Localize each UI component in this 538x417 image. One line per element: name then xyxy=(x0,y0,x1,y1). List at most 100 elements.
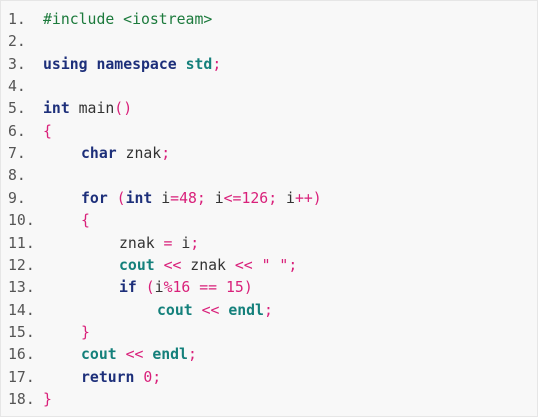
code-token: i xyxy=(205,189,224,207)
code-token: znak xyxy=(116,145,162,163)
line-number: 2. xyxy=(8,33,26,51)
code-line: 17.return 0; xyxy=(1,367,161,389)
code-line: 1. #include <iostream> xyxy=(1,9,212,31)
code-token: ; xyxy=(196,189,206,207)
code-token: << xyxy=(201,301,220,319)
code-token: znak xyxy=(181,256,235,274)
code-token xyxy=(219,302,228,319)
code-token: ) xyxy=(312,189,322,207)
line-number: 10. xyxy=(8,212,35,230)
code-token: int xyxy=(43,100,70,118)
code-token: () xyxy=(114,100,133,118)
code-token: endl xyxy=(152,346,188,364)
line-number: 6. xyxy=(8,122,26,140)
line-code: } xyxy=(43,322,90,344)
line-code: int main() xyxy=(43,98,132,120)
line-number: 15. xyxy=(8,323,35,341)
code-token: 15 xyxy=(226,279,244,297)
code-line: 5. int main() xyxy=(1,98,132,120)
code-token: int xyxy=(125,189,153,207)
code-line: 12.cout << znak << " "; xyxy=(1,255,297,277)
code-token: i xyxy=(154,279,164,297)
line-number: 16. xyxy=(8,346,35,364)
code-token xyxy=(143,346,152,363)
code-token: { xyxy=(43,122,52,140)
code-token: std xyxy=(185,55,213,73)
code-token: " " xyxy=(261,256,289,274)
line-code: for (int i=48; i<=126; i++) xyxy=(43,188,322,210)
code-line: 7.char znak; xyxy=(1,143,170,165)
code-token: ; xyxy=(212,55,222,73)
code-token: i xyxy=(152,189,171,207)
code-token xyxy=(177,56,186,73)
code-token: ) xyxy=(243,279,253,297)
code-token: cout xyxy=(81,346,117,364)
line-code: { xyxy=(43,121,52,143)
code-line: 4. xyxy=(1,76,43,98)
code-token: 48 xyxy=(179,189,197,207)
code-line: 2. xyxy=(1,31,43,53)
line-number: 9. xyxy=(8,189,26,207)
code-token: = xyxy=(163,234,173,252)
line-code: znak = i; xyxy=(43,233,199,255)
code-token: char xyxy=(81,145,117,163)
code-token: cout xyxy=(119,256,155,274)
code-token: % xyxy=(163,279,173,297)
code-token: 0 xyxy=(143,368,153,386)
line-number: 11. xyxy=(8,234,35,252)
line-code: cout << endl; xyxy=(43,300,273,322)
line-number: 5. xyxy=(8,100,26,118)
code-token: ; xyxy=(268,189,278,207)
line-number: 4. xyxy=(8,78,26,96)
code-token: return xyxy=(81,368,135,386)
code-token: #include <iostream> xyxy=(43,11,213,28)
line-code: using namespace std; xyxy=(43,54,221,76)
line-code: #include <iostream> xyxy=(43,9,212,31)
code-token: ( xyxy=(145,279,155,297)
code-token: { xyxy=(81,212,90,230)
line-number: 1. xyxy=(8,11,26,28)
code-line: 14. cout << endl; xyxy=(1,300,273,322)
code-token: ; xyxy=(288,256,298,274)
code-token xyxy=(217,279,226,296)
code-line: 16. cout << endl; xyxy=(1,344,197,366)
code-token: ; xyxy=(161,145,171,163)
code-token: ; xyxy=(190,234,200,252)
code-token: << xyxy=(234,256,253,274)
code-token: = xyxy=(170,189,180,207)
code-token xyxy=(117,346,126,363)
line-code: { xyxy=(43,210,90,232)
code-token: ; xyxy=(263,301,273,319)
line-number: 3. xyxy=(8,55,26,73)
code-token: 16 xyxy=(172,279,191,297)
code-token: ; xyxy=(187,346,197,364)
line-number: 8. xyxy=(8,167,26,185)
code-token: == xyxy=(199,279,218,297)
code-line: 11. znak = i; xyxy=(1,233,199,255)
code-token: 126 xyxy=(241,189,269,207)
line-number: 14. xyxy=(8,301,35,319)
code-line: 3. using namespace std; xyxy=(1,54,221,76)
code-token xyxy=(190,279,199,296)
code-line: 9.for (int i=48; i<=126; i++) xyxy=(1,188,322,210)
code-token: endl xyxy=(228,301,264,319)
line-code: char znak; xyxy=(43,143,170,165)
line-number: 18. xyxy=(8,390,35,408)
code-line: 15.} xyxy=(1,322,90,344)
code-line: 13.if (i%16 == 15) xyxy=(1,277,253,299)
code-token: i xyxy=(277,189,295,207)
code-token: i xyxy=(172,234,191,252)
code-line: 18.} xyxy=(1,389,52,411)
code-token: for xyxy=(81,189,108,207)
code-token: << xyxy=(163,256,182,274)
code-token xyxy=(193,302,202,319)
code-token: ; xyxy=(152,368,162,386)
code-token xyxy=(155,257,164,274)
line-code: if (i%16 == 15) xyxy=(43,277,253,299)
code-token: <= xyxy=(223,189,242,207)
code-token: << xyxy=(125,346,144,364)
line-code: cout << znak << " "; xyxy=(43,255,297,277)
code-token: } xyxy=(81,323,90,341)
code-token: using xyxy=(43,55,88,73)
